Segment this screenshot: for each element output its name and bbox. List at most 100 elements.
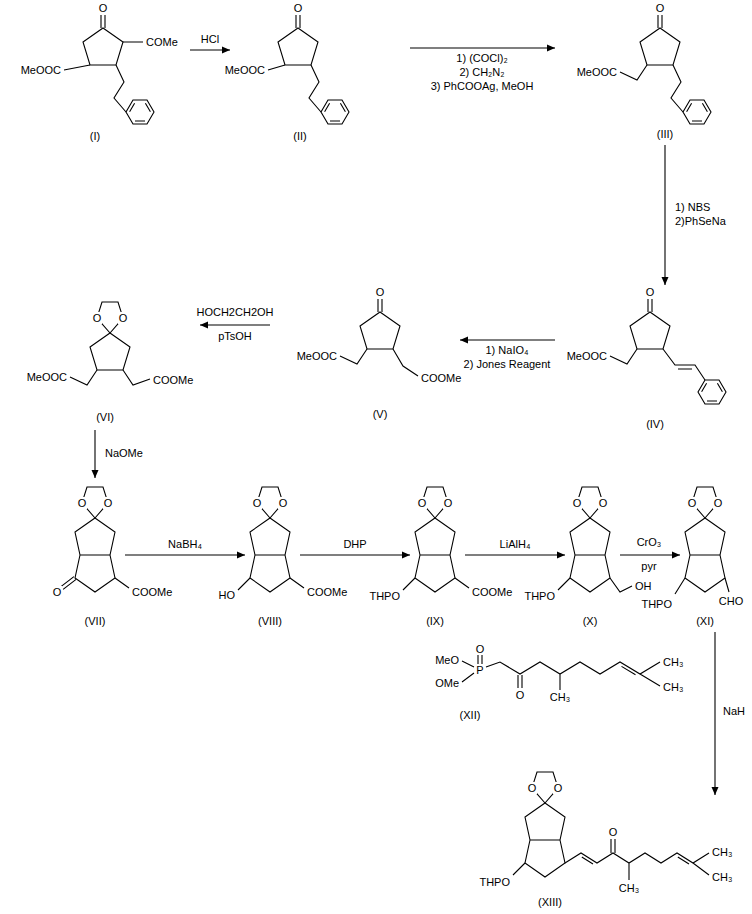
arrow-line	[460, 339, 555, 340]
reagent-line: 1) NBS	[675, 201, 726, 215]
compound-number: (IV)	[646, 418, 664, 431]
bond	[238, 578, 304, 590]
atom-label: O	[103, 497, 114, 509]
atom-label: CH₃	[662, 656, 684, 668]
atom-label: COOMe	[471, 586, 513, 598]
reagent-line: NaOMe	[105, 447, 143, 461]
atom-label: O	[608, 826, 619, 838]
compound-number: (VII)	[85, 615, 106, 628]
reagent-label: NaOMe	[105, 447, 143, 461]
reagent-label: 1) (COCl)₂ 2) CH₂N₂ 3) PhCOOAg, MeOH	[431, 52, 534, 93]
compound-structure	[238, 487, 304, 592]
atom-label: OH	[634, 580, 653, 592]
reagent-line: 3) PhCOOAg, MeOH	[431, 80, 534, 94]
compound-structure	[70, 302, 150, 385]
atom-label: P	[475, 664, 484, 676]
arrow-head	[547, 45, 555, 52]
compound-structure	[462, 655, 660, 690]
atom-label: O	[713, 497, 724, 509]
reaction-arrow	[190, 47, 230, 54]
reagent-line: HOCH2CH2OH	[196, 306, 273, 320]
benzene-ring	[321, 100, 349, 124]
atom-label: THPO	[368, 590, 401, 602]
atom-label: CH₃	[549, 691, 571, 703]
reagent-line: 2) Jones Reagent	[464, 358, 551, 372]
compound-number: (I)	[90, 130, 100, 143]
atom-label: OMe	[434, 677, 460, 689]
atom-label: O	[598, 497, 609, 509]
arrow-head	[557, 552, 565, 559]
bond	[268, 65, 321, 112]
atom-label: O	[375, 286, 386, 298]
compound-number: (VIII)	[258, 615, 282, 628]
compound-number: (XII)	[460, 709, 481, 722]
arrow-line	[300, 554, 410, 555]
atom-label: O	[655, 2, 666, 14]
atom-label: O	[553, 782, 564, 794]
reagent-line: CrO₃	[637, 536, 662, 550]
atom-label: O	[515, 689, 526, 701]
atom-label: COOMe	[131, 586, 173, 598]
atom-label: O	[645, 286, 656, 298]
compound-structure	[620, 15, 711, 124]
compound-number: (X)	[583, 615, 598, 628]
arrow-head	[237, 552, 245, 559]
compound-structure	[610, 299, 726, 404]
reagent-line: 1) (COCl)₂	[431, 52, 534, 66]
bicyclic-ring	[415, 487, 455, 592]
ring	[83, 15, 123, 65]
compound-structure	[268, 15, 349, 124]
reagent-line: pyr	[637, 560, 662, 574]
compound-number: (III)	[657, 128, 674, 141]
atom-label: O	[278, 497, 289, 509]
ring	[360, 299, 400, 349]
reagent-label: DHP	[343, 538, 366, 552]
benzene-ring	[698, 380, 726, 404]
atom-label: CH₃	[662, 681, 684, 693]
atom-label: MeOOC	[296, 350, 338, 362]
compound-number: (II)	[293, 130, 306, 143]
arrow-line	[620, 554, 680, 555]
bond	[61, 577, 129, 590]
compound-structure	[513, 772, 709, 880]
atom-label: COOMe	[152, 374, 194, 386]
compound-structure	[64, 15, 154, 124]
compound-number: (V)	[373, 408, 388, 421]
reaction-arrow	[300, 552, 410, 559]
bicyclic-ring	[685, 487, 725, 592]
reagent-label: LiAlH₄	[500, 538, 531, 552]
atom-label: MeO	[434, 654, 460, 666]
arrow-head	[662, 277, 669, 285]
compound-box: (XII)	[430, 640, 690, 725]
atom-label: O	[527, 782, 538, 794]
reagent-label: HCl	[201, 33, 219, 47]
atom-label: COOMe	[306, 586, 348, 598]
compound-number: (XI)	[696, 615, 714, 628]
atom-label: MeOOC	[26, 371, 68, 383]
compound-number: (VI)	[96, 411, 114, 424]
bicyclic-ring	[75, 487, 115, 592]
reaction-arrow	[662, 145, 669, 285]
atom-label: MeOOC	[20, 64, 62, 76]
atom-label: O	[118, 312, 129, 324]
ring	[630, 299, 670, 349]
bond	[340, 349, 418, 376]
atom-label: O	[443, 497, 454, 509]
compound-structure	[61, 487, 129, 592]
arrow-line	[465, 554, 565, 555]
compound-structure	[675, 487, 729, 594]
atom-label: COOMe	[420, 372, 462, 384]
reagent-line: HCl	[201, 33, 219, 47]
reagent-label: CrO₃ pyr	[637, 536, 662, 574]
reagent-label: 1) NaIO₄ 2) Jones Reagent	[464, 344, 551, 372]
reagent-line: NaBH₄	[168, 538, 202, 552]
arrow-line	[410, 47, 555, 48]
bond	[462, 655, 660, 690]
reaction-arrow	[92, 430, 99, 478]
atom-label: O	[98, 2, 109, 14]
bond	[558, 578, 632, 592]
compound-structure	[340, 299, 418, 376]
reagent-line: pTsOH	[196, 330, 273, 344]
compound-structure	[558, 487, 632, 592]
